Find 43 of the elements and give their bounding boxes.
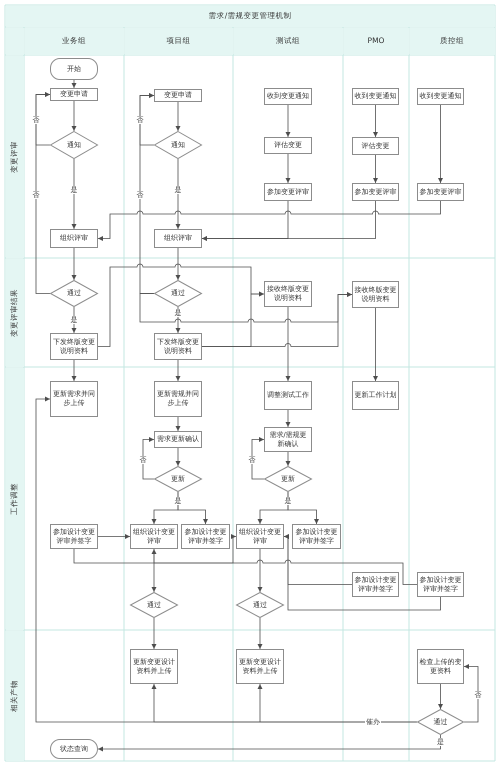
arrow xyxy=(152,548,156,592)
arrow xyxy=(373,104,378,138)
arrow xyxy=(202,200,376,241)
arrow xyxy=(176,248,180,280)
arrow xyxy=(373,308,378,382)
arrow xyxy=(152,618,156,650)
arrow xyxy=(258,548,262,592)
arrow xyxy=(176,360,180,382)
arrow xyxy=(178,492,208,524)
arrow xyxy=(72,248,76,280)
arrow xyxy=(176,158,180,230)
arrow xyxy=(176,448,180,466)
arrow xyxy=(438,104,443,184)
arrow xyxy=(286,306,290,382)
arrow xyxy=(72,306,76,334)
arrow xyxy=(286,104,290,138)
arrow xyxy=(176,102,180,132)
arrow xyxy=(286,154,290,184)
arrow xyxy=(72,80,76,88)
arrow xyxy=(438,684,443,710)
arrow xyxy=(258,618,262,650)
arrow xyxy=(373,154,378,184)
arrow xyxy=(72,360,76,382)
arrow xyxy=(202,292,352,347)
arrow xyxy=(140,93,154,294)
arrow xyxy=(284,534,441,610)
arrow xyxy=(36,396,418,722)
arrow xyxy=(72,100,76,132)
arrow xyxy=(252,437,264,480)
arrow xyxy=(176,416,180,432)
arrow xyxy=(36,92,50,294)
arrow xyxy=(74,534,236,564)
arrow xyxy=(286,452,290,466)
arrow xyxy=(98,734,441,752)
arrow xyxy=(464,664,478,722)
arrow xyxy=(286,410,290,428)
arrow xyxy=(176,306,180,334)
arrow xyxy=(98,200,441,241)
arrow xyxy=(72,158,76,230)
arrow xyxy=(152,548,418,585)
arrow xyxy=(288,492,319,524)
arrow xyxy=(142,437,154,480)
arrow xyxy=(98,534,130,539)
